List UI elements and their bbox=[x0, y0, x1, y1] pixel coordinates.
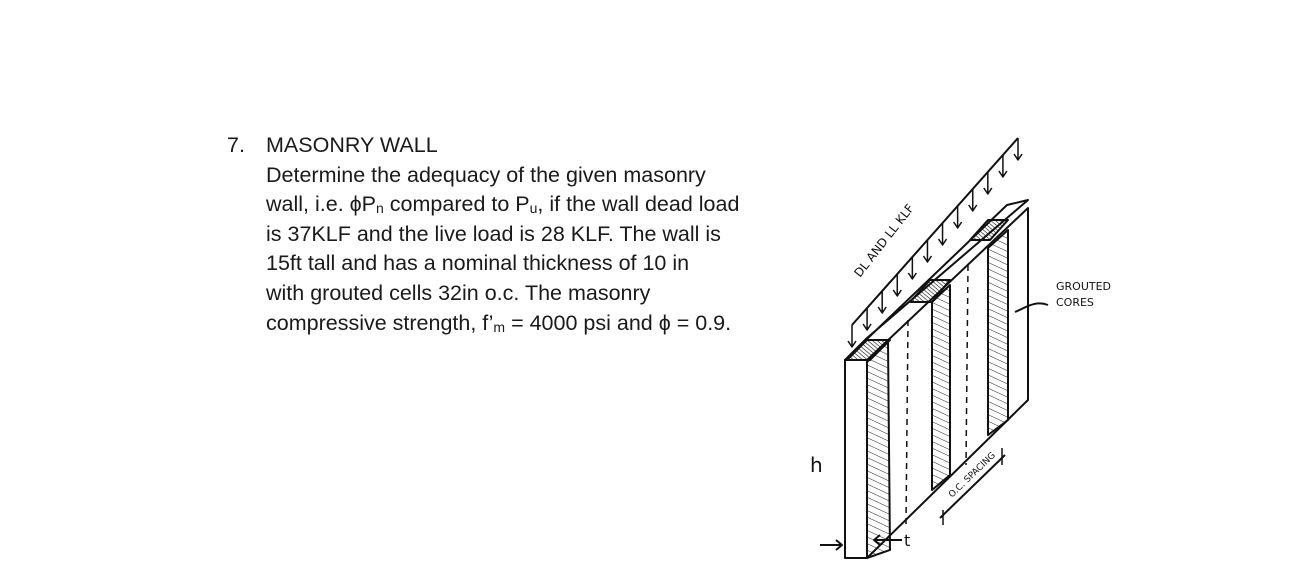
problem-line: with grouted cells 32in o.c. The masonry bbox=[266, 280, 651, 305]
problem-line: compressive strength, f’m = 4000 psi and… bbox=[266, 310, 732, 335]
height-label: h bbox=[810, 453, 823, 477]
load-arrow bbox=[998, 155, 1008, 178]
problem-number: 7. bbox=[227, 133, 245, 157]
thickness-label: t bbox=[904, 531, 910, 550]
cores-label: CORES bbox=[1056, 296, 1094, 309]
problem-line: is 37KLF and the live load is 28 KLF. Th… bbox=[266, 221, 721, 246]
load-arrow bbox=[922, 240, 933, 263]
load-arrow bbox=[907, 257, 917, 280]
load-arrow bbox=[892, 274, 902, 297]
problem-line: wall, i.e. ϕPn compared to Pu, if the wa… bbox=[266, 192, 740, 217]
load-arrow bbox=[877, 291, 887, 314]
grouted-core bbox=[931, 284, 951, 491]
problem-line: 15ft tall and has a nominal thickness of… bbox=[266, 251, 690, 276]
wall-end bbox=[844, 359, 868, 559]
grouted-core bbox=[987, 229, 1009, 436]
load-arrow bbox=[847, 325, 857, 348]
cores-label: GROUTED bbox=[1056, 280, 1111, 293]
problem-body: MASONRY WALL Determine the adequacy of t… bbox=[266, 131, 806, 338]
wall-top bbox=[844, 199, 1029, 361]
load-arrows bbox=[847, 137, 1023, 348]
load-arrow bbox=[968, 189, 978, 212]
load-label: DL AND LL KLF bbox=[851, 201, 917, 280]
load-arrow bbox=[983, 172, 993, 195]
load-arrow bbox=[953, 206, 963, 229]
load-arrow bbox=[1013, 138, 1023, 161]
load-arrow bbox=[862, 308, 872, 331]
masonry-wall-sketch: DL AND LL KLF GROUTED CORES h t O.C. SPA… bbox=[810, 137, 1111, 559]
problem-line: Determine the adequacy of the given maso… bbox=[266, 162, 706, 187]
load-arrow bbox=[937, 223, 948, 246]
grouted-core bbox=[866, 341, 891, 559]
problem-title: MASONRY WALL bbox=[266, 133, 438, 157]
